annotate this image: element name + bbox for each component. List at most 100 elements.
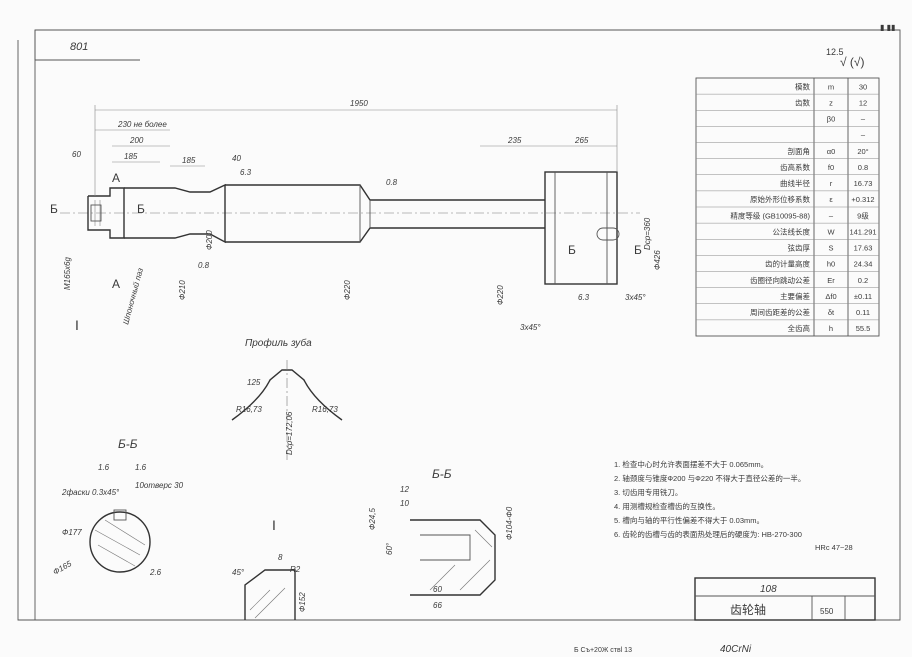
note-5: 5. 槽向与轴的平行性偏差不得大于 0.03mm。 xyxy=(614,515,764,525)
dim-d426: Ф426 xyxy=(653,250,662,270)
table-cell-name: 曲线半径 xyxy=(780,178,810,188)
table-cell-value: 0.8 xyxy=(858,163,868,172)
table-cell-name: 齿高系数 xyxy=(780,162,810,172)
dim-d220b: Ф220 xyxy=(496,285,505,305)
table-cell-value: 9级 xyxy=(857,210,869,220)
table-cell-symbol: δt xyxy=(828,308,835,317)
dim-m165: M165x6g xyxy=(63,257,72,290)
bb-key: 10отверс 30 xyxy=(135,481,184,490)
table-cell-name: 齿数 xyxy=(795,97,810,107)
table-cell-name: 齿圈径向跳动公差 xyxy=(750,275,810,285)
detail-i: I 8 R2 45° Ф152 xyxy=(232,517,307,620)
table-cell-symbol: ε xyxy=(829,195,833,204)
profile-title: Профиль зуба xyxy=(245,337,312,349)
table-cell-name: 主要偏差 xyxy=(780,291,810,301)
dim-keyway: Шпоночный паз xyxy=(121,267,145,326)
table-cell-symbol: α0 xyxy=(827,147,836,156)
note-2: 2. 轴颈度与锥度Ф200 与Ф220 不得大于直径公差的一半。 xyxy=(614,473,805,483)
section-b-right2: Б xyxy=(634,243,642,257)
section-markers: Б Б A A Б Б I xyxy=(50,171,642,333)
dim-230: 230 не более xyxy=(117,120,167,129)
svg-text:▮ ▮▮: ▮ ▮▮ xyxy=(880,23,895,32)
title-block: 108 齿轮轴 550 40CrNi Б Съ+20Ж ствl 13 xyxy=(574,577,876,655)
profile-dsr: Dср=172,06 xyxy=(285,411,294,455)
detail-d: Ф152 xyxy=(298,592,307,612)
table-cell-symbol: – xyxy=(829,211,834,220)
bbr-104: Ф104-Ф0 xyxy=(505,506,514,540)
table-cell-value: 55.5 xyxy=(856,324,871,333)
table-cell-value: – xyxy=(861,131,866,140)
section-b-left: Б xyxy=(50,202,58,216)
table-cell-value: 12 xyxy=(859,98,867,107)
bb-16a: 1.6 xyxy=(98,463,110,472)
table-cell-name: 全齿高 xyxy=(788,323,811,333)
table-cell-symbol: r xyxy=(830,179,833,188)
table-cell-symbol: W xyxy=(827,227,835,236)
dim-total-length: 1950 xyxy=(350,99,368,108)
section-b-left2: Б xyxy=(137,202,145,216)
detail-r2: R2 xyxy=(290,565,301,574)
detail-i-title: I xyxy=(272,517,276,533)
table-cell-name: 模数 xyxy=(795,81,810,91)
table-cell-name: 原始外形位移系数 xyxy=(750,194,810,204)
dim-c345b: 3x45° xyxy=(625,293,646,302)
bb-26: 2.6 xyxy=(149,568,162,577)
svg-text:√ (√): √ (√) xyxy=(840,55,865,69)
table-cell-name: 精度等级 (GB10095-88) xyxy=(730,210,810,220)
table-cell-name: 周间齿距差的公差 xyxy=(750,307,810,317)
profile-r2: R16,73 xyxy=(312,405,338,414)
table-cell-symbol: z xyxy=(829,98,833,107)
table-cell-symbol: f0 xyxy=(828,163,834,172)
table-cell-symbol: Δf0 xyxy=(825,292,836,301)
table-cell-symbol: h0 xyxy=(827,260,835,269)
dim-c345a: 3x45° xyxy=(520,323,541,332)
dim-d220: Ф220 xyxy=(343,280,352,300)
detail-i-marker: I xyxy=(75,317,79,333)
vertical-dimensions: M165x6g Шпоночный паз Ф210 Ф200 Ф220 Ф22… xyxy=(63,217,662,332)
bb-d177: Ф177 xyxy=(62,528,82,537)
section-a-top: A xyxy=(112,171,120,185)
bb-d165: Ф165 xyxy=(52,559,74,577)
detail-8: 8 xyxy=(278,553,283,562)
dim-60: 60 xyxy=(72,150,81,159)
table-cell-name: 剖面角 xyxy=(788,146,811,156)
note-1: 1. 检查中心时允许表面摆差不大于 0.065mm。 xyxy=(614,459,768,469)
table-cell-value: 0.2 xyxy=(858,276,868,285)
detail-45: 45° xyxy=(232,568,245,577)
bbr-60: 60 xyxy=(433,585,442,594)
section-b-right: Б xyxy=(568,243,576,257)
section-bb-left-title: Б-Б xyxy=(118,437,138,451)
bb-chamfer: 2фаски 0.3x45° xyxy=(61,488,120,497)
table-cell-value: +0.312 xyxy=(851,195,874,204)
drawing-frame xyxy=(17,29,901,621)
table-cell-value: 17.63 xyxy=(854,244,873,253)
table-cell-name: 齿的计量高度 xyxy=(765,259,810,269)
top-dimensions: 1950 230 не более 200 185 60 185 40 6.3 … xyxy=(72,99,618,196)
table-cell-value: 0.11 xyxy=(856,308,870,317)
table-cell-value: 16.73 xyxy=(854,179,873,188)
roughness-symbol: 12.5 xyxy=(826,47,844,57)
bbr-60deg: 60° xyxy=(385,542,394,555)
bottom-stamp: Б Съ+20Ж ствl 13 xyxy=(574,647,632,654)
dim-r63b: 6.3 xyxy=(578,293,590,302)
dim-265: 265 xyxy=(574,136,589,145)
table-cell-value: – xyxy=(861,115,866,124)
dim-r63: 6.3 xyxy=(240,168,252,177)
dim-d210: Ф210 xyxy=(178,280,187,300)
section-bb-right-title: Б-Б xyxy=(432,467,452,481)
table-cell-name: 弦齿厚 xyxy=(788,243,811,253)
table-cell-symbol: h xyxy=(829,324,833,333)
tooth-profile: Профиль зуба Dср=172,06 R16,73 R16,73 12… xyxy=(231,337,343,460)
doc-number-corner: 801 xyxy=(70,41,88,53)
section-bb-left: Б-Б 2фаски 0.3x45° 10отверс 30 Ф177 Ф165… xyxy=(52,437,184,577)
hardness-note: HRc 47~28 xyxy=(815,543,853,552)
dim-d200: Ф200 xyxy=(205,230,214,250)
table-cell-name: 公法线长度 xyxy=(773,226,811,236)
part-name: 齿轮轴 xyxy=(730,602,766,617)
dim-185b: 185 xyxy=(182,156,196,165)
table-cell-symbol: S xyxy=(828,244,833,253)
dim-r08: 0.8 xyxy=(386,178,398,187)
